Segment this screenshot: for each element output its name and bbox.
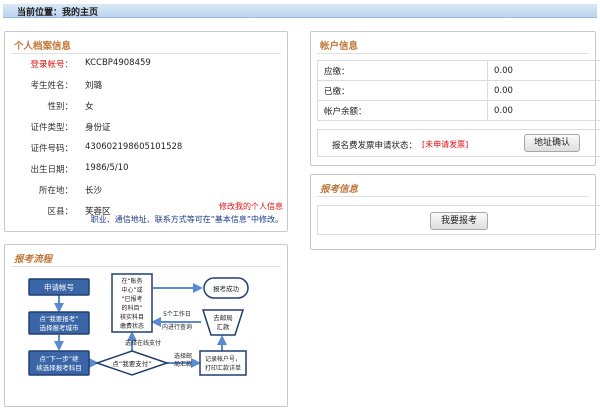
- profile-label: 证件类型：: [30, 123, 73, 133]
- step-check-line6: 缴费状态: [120, 322, 144, 330]
- profile-value: 芙蓉区: [85, 207, 111, 217]
- account-value: 0.00: [487, 100, 600, 121]
- exam-apply-box: 我要报考: [317, 205, 600, 235]
- profile-value: 身份证: [85, 123, 111, 133]
- label-online-pay: 选择在线支付: [125, 339, 161, 347]
- edit-profile-link[interactable]: 修改我的个人信息: [219, 202, 283, 211]
- step-pay: [94, 350, 170, 376]
- label-postal-line2: 局汇款: [174, 360, 192, 368]
- exam-panel: 报考信息 我要报考: [310, 174, 600, 250]
- account-label: 已缴：: [317, 80, 488, 101]
- table-row: 应缴： 0.00: [317, 60, 600, 81]
- profile-row-district: 区县： 芙蓉区: [5, 205, 285, 218]
- table-row: 已缴： 0.00: [317, 80, 600, 101]
- step-choose-city-line1: 点“我要报考”: [39, 314, 78, 323]
- step-choose-city-line2: 选择报考城市: [40, 323, 80, 332]
- step-next-line1: 点“下一步”继: [39, 354, 79, 363]
- profile-label: 性别：: [47, 102, 73, 112]
- label-five-days-line2: 内进行查询: [162, 323, 192, 331]
- profile-row-name: 考生姓名： 刘璐: [5, 79, 285, 92]
- step-next: [28, 350, 90, 376]
- breadcrumb-bar: 当前位置：我的主页: [3, 4, 597, 18]
- step-remit: [201, 309, 245, 336]
- account-value: 0.00: [487, 60, 600, 81]
- profile-value: KCCBP4908459: [85, 58, 151, 68]
- profile-row-login: 登录帐号： KCCBP4908459: [5, 58, 285, 71]
- step-remit-line1: 去邮局: [213, 313, 233, 322]
- breadcrumb: 当前位置：我的主页: [17, 8, 99, 18]
- table-row: 帐户余额： 0.00: [317, 100, 600, 121]
- step-check: [111, 273, 153, 333]
- address-confirm-button[interactable]: 地址确认: [524, 134, 580, 152]
- step-record-line1: 记录帐户号，: [205, 355, 241, 363]
- divider: [11, 53, 281, 54]
- profile-label: 考生姓名：: [30, 81, 73, 91]
- divider: [317, 196, 589, 197]
- profile-label: 证件号码：: [30, 144, 73, 154]
- profile-row-birthdate: 出生日期： 1986/5/10: [5, 163, 285, 176]
- account-panel: 帐户信息 应缴： 0.00 已缴： 0.00 帐户余额： 0.00 报名费发票申…: [310, 31, 600, 166]
- account-label: 应缴：: [317, 60, 488, 81]
- flow-title: 报考流程: [14, 254, 53, 265]
- profile-row-location: 所在地： 长沙: [5, 184, 285, 197]
- step-apply-account-label: 申请帐号: [44, 282, 74, 292]
- profile-label: 区县：: [47, 207, 73, 217]
- step-success-label: 报考成功: [213, 284, 240, 293]
- invoice-status-box: 报名费发票申请状态： [未申请发票] 地址确认: [317, 129, 600, 157]
- step-check-line4: 的科目”: [121, 304, 142, 312]
- exam-title: 报考信息: [320, 184, 359, 195]
- step-success: [203, 277, 249, 299]
- step-choose-city: [28, 311, 90, 335]
- account-value: 0.00: [487, 80, 600, 101]
- account-table: 应缴： 0.00 已缴： 0.00 帐户余额： 0.00: [317, 60, 600, 121]
- divider: [317, 53, 589, 54]
- profile-value: 长沙: [85, 186, 103, 196]
- step-remit-line2: 汇款: [217, 322, 231, 331]
- step-check-line3: “已报考: [121, 295, 142, 303]
- profile-label: 登录帐号：: [30, 60, 73, 70]
- step-next-line2: 续选择报考科目: [36, 363, 82, 372]
- invoice-status: [未申请发票]: [422, 140, 469, 149]
- step-pay-label: 点“我要支付”: [112, 359, 151, 368]
- profile-row-idnumber: 证件号码： 430602198605101528: [5, 142, 285, 155]
- profile-title: 个人档案信息: [14, 41, 72, 52]
- profile-value: 刘璐: [85, 81, 103, 91]
- label-postal-line1: 选择邮: [174, 352, 192, 360]
- flow-panel: 报考流程 申请帐号 点“我要报考” 选择报考城市 点“下一步”继 续选: [4, 244, 288, 407]
- profile-value: 430602198605101528: [85, 142, 183, 152]
- account-title: 帐户信息: [320, 41, 359, 52]
- profile-row-gender: 性别： 女: [5, 100, 285, 113]
- apply-exam-button[interactable]: 我要报考: [430, 212, 488, 230]
- profile-row-idtype: 证件类型： 身份证: [5, 121, 285, 134]
- step-apply-account: [28, 278, 90, 296]
- step-record-line2: 打印汇款详单: [205, 364, 241, 372]
- profile-value: 1986/5/10: [85, 163, 129, 173]
- profile-panel: 个人档案信息 登录帐号： KCCBP4908459 考生姓名： 刘璐 性别： 女…: [4, 31, 288, 232]
- edit-profile-note: 职业、通信地址、联系方式等可在“基本信息”中修改。: [90, 215, 283, 224]
- profile-value: 女: [85, 102, 94, 112]
- profile-label: 所在地：: [38, 186, 73, 196]
- invoice-label: 报名费发票申请状态：: [332, 141, 418, 151]
- step-check-line2: 中心”或: [121, 286, 142, 294]
- divider: [11, 266, 281, 267]
- profile-label: 出生日期：: [30, 165, 73, 175]
- step-check-line5: 核实科目: [120, 313, 144, 321]
- account-label: 帐户余额：: [317, 100, 488, 121]
- step-record: [199, 350, 247, 376]
- step-check-line1: 在“账务: [121, 277, 142, 285]
- label-five-days-line1: 5个工作日: [163, 310, 191, 318]
- flow-diagram: 申请帐号 点“我要报考” 选择报考城市 点“下一步”继 续选择报考科目 点“我要…: [28, 273, 249, 376]
